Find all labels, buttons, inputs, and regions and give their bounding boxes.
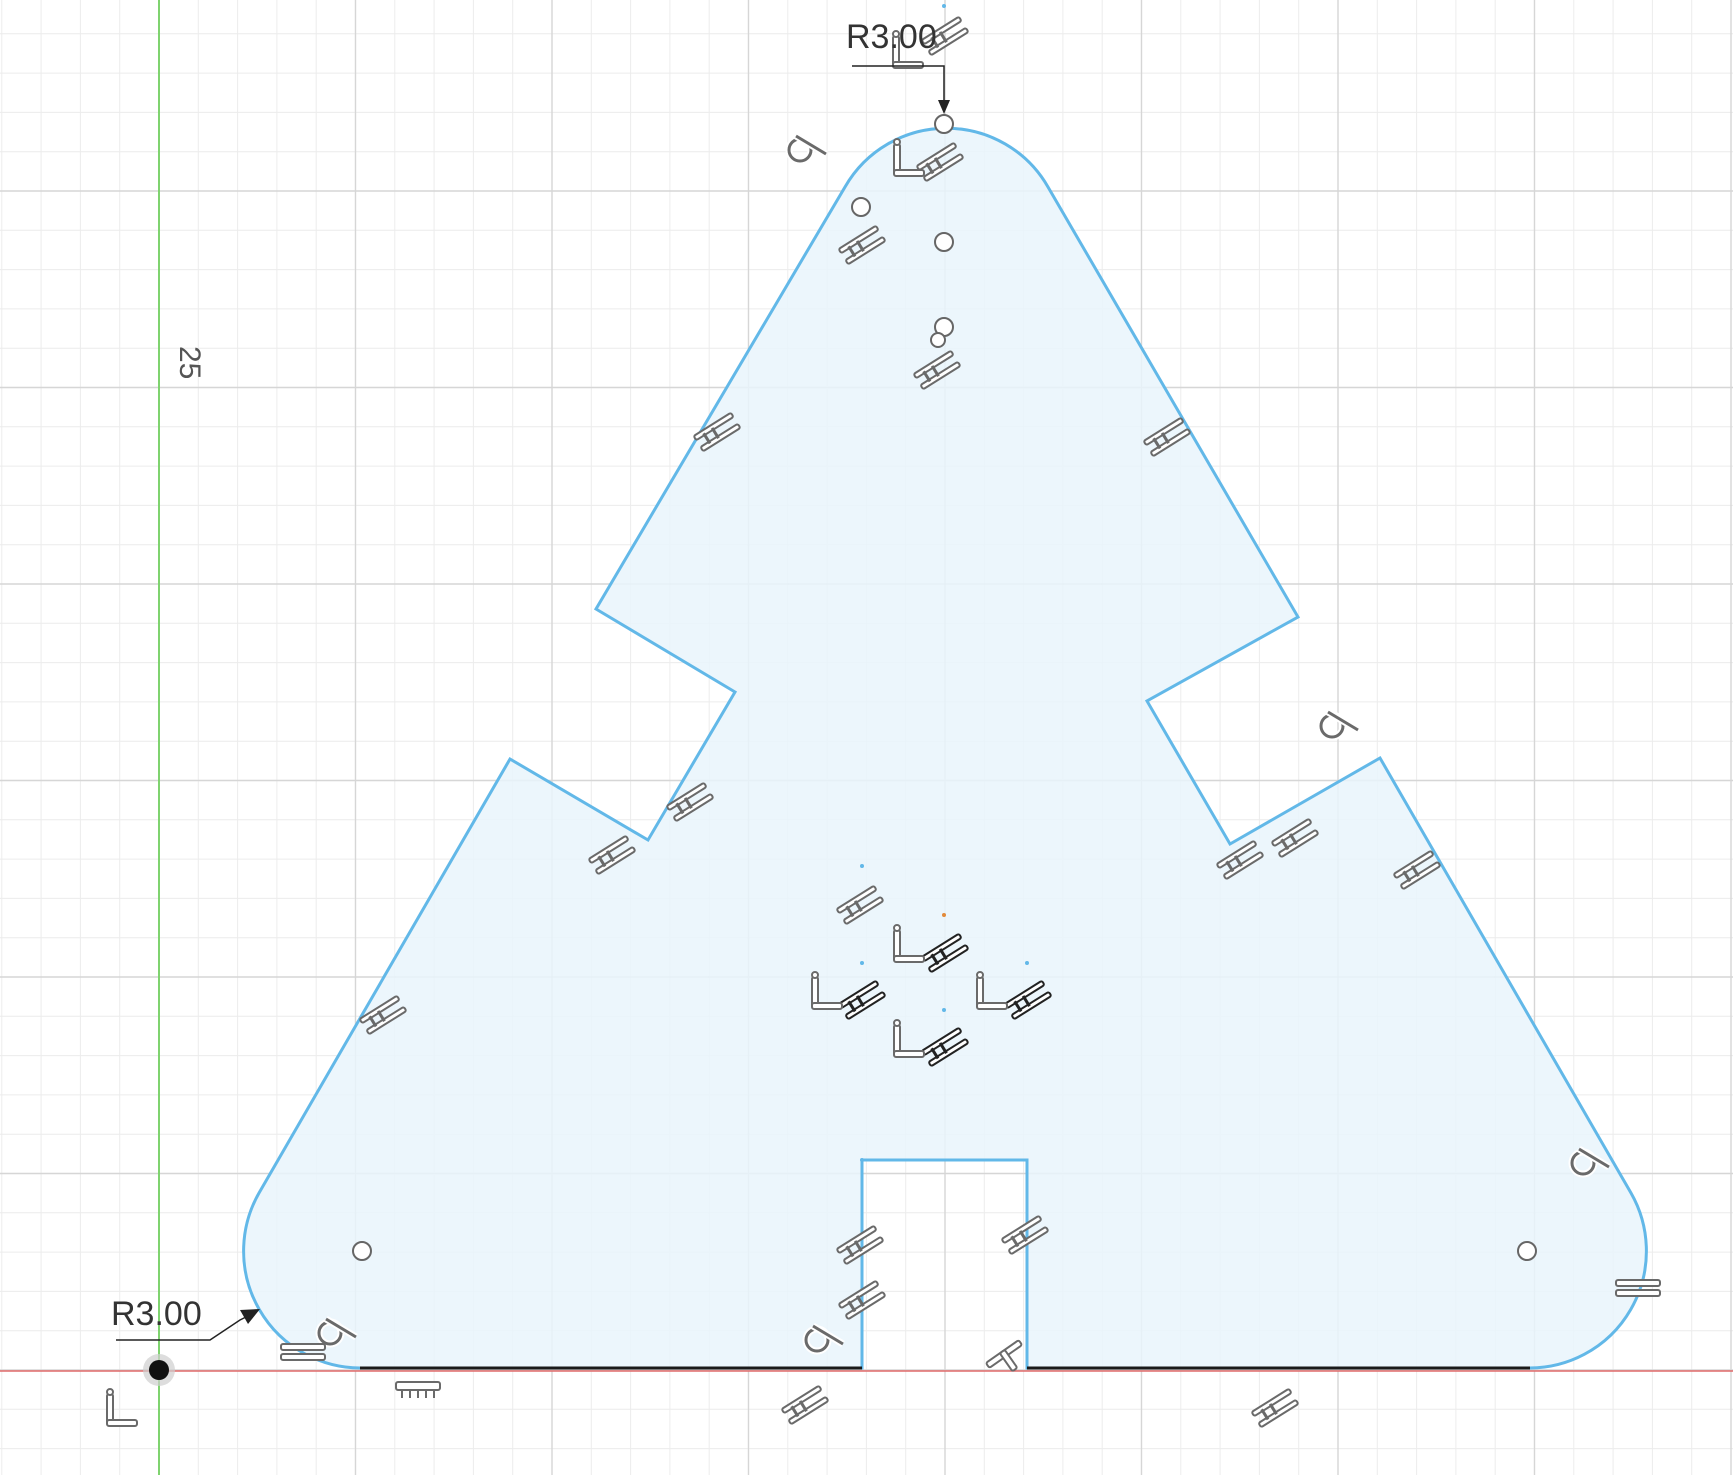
midpoint-markers xyxy=(860,4,1029,1162)
sketch-point xyxy=(934,114,954,134)
vertical-constraint-icon[interactable] xyxy=(106,1388,138,1427)
tangent-constraint-icon[interactable] xyxy=(789,136,826,161)
sketch-point xyxy=(352,1241,372,1261)
perpendicular-constraint-icon[interactable] xyxy=(984,1339,1033,1383)
fix-constraint-icon[interactable] xyxy=(395,1381,441,1399)
tangent-constraint-icon[interactable] xyxy=(1321,712,1358,737)
sketch-point xyxy=(934,232,954,252)
parallel-constraint-icon[interactable] xyxy=(1250,1387,1300,1429)
sketch-points[interactable] xyxy=(352,114,1537,1261)
dimension-radius-top-text[interactable]: R3.00 xyxy=(846,18,937,56)
dimension-radius-bottom-left[interactable]: R3.00 xyxy=(111,1295,260,1341)
sketch-point xyxy=(1517,1241,1537,1261)
parallel-constraint-icon[interactable] xyxy=(780,1384,830,1426)
sketch-point xyxy=(851,197,871,217)
sketch-profile[interactable] xyxy=(242,126,1648,1370)
dimension-radius-bottom-left-text[interactable]: R3.00 xyxy=(111,1295,202,1333)
sketch-point xyxy=(930,332,946,348)
origin-point-icon[interactable] xyxy=(143,1354,175,1386)
dimension-vertical-text[interactable]: 25 xyxy=(173,346,206,379)
dimension-radius-top[interactable]: R3.00 xyxy=(846,18,950,114)
